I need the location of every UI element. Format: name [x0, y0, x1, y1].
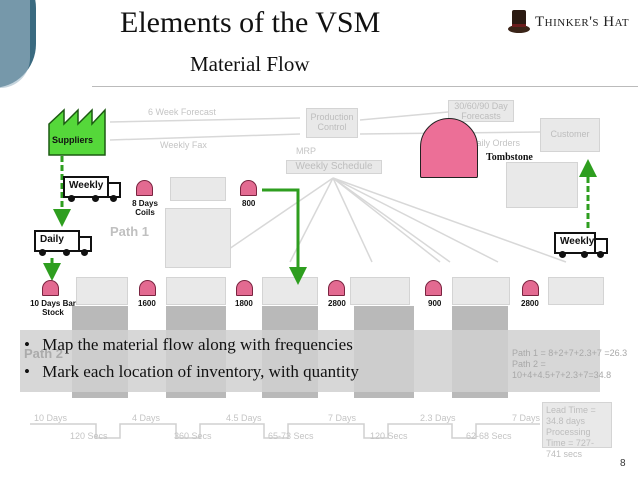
timeline-secs-2: 360 Secs	[174, 431, 212, 441]
bullet-marker: •	[24, 362, 30, 381]
inventory-icon-800	[240, 180, 257, 196]
inventory-label-800: 800	[242, 199, 256, 208]
ghost-daily-orders: Daily Orders	[470, 138, 521, 148]
tombstone-legend-icon	[420, 118, 478, 178]
wheel	[110, 195, 117, 202]
inventory-label-2800b: 2800	[521, 299, 539, 308]
inventory-icon-2800a	[328, 280, 345, 296]
ghost-process-3	[166, 277, 226, 305]
ghost-path2: Path 2	[24, 346, 64, 361]
logo-text: Thinker's Hat	[535, 14, 630, 30]
page-title: Elements of the VSM	[120, 6, 381, 39]
bullet-text-2: Mark each location of inventory, with qu…	[42, 362, 359, 381]
wheel	[92, 195, 99, 202]
ghost-mrp: MRP	[296, 146, 316, 156]
inventory-label-bar-stock: 10 Days Bar Stock	[30, 299, 76, 317]
ghost-process-7	[548, 277, 604, 305]
ghost-process-1	[170, 177, 226, 201]
wheel	[81, 249, 88, 256]
timeline-days-5: 2.3 Days	[420, 413, 456, 423]
ghost-weekly-schedule: Weekly Schedule	[286, 160, 382, 174]
bullet-item-1: • Map the material flow along with frequ…	[24, 335, 353, 355]
inventory-icon-bar-stock	[42, 280, 59, 296]
bullet-marker: •	[24, 335, 30, 354]
ghost-process-6	[452, 277, 510, 305]
inventory-label-1600: 1600	[138, 299, 156, 308]
wheel	[559, 251, 566, 258]
ghost-process-5	[350, 277, 410, 305]
ghost-process-2	[76, 277, 128, 305]
ghost-production-control: Production Control	[306, 108, 358, 138]
timeline-days-6: 7 Days	[512, 413, 541, 423]
inventory-label-900: 900	[428, 299, 442, 308]
inventory-icon-1600	[139, 280, 156, 296]
page-subtitle: Material Flow	[190, 52, 310, 76]
suppliers-label: Suppliers	[52, 135, 94, 145]
bullet-item-2: • Mark each location of inventory, with …	[24, 362, 359, 382]
truck-weekly-in: Weekly	[63, 176, 109, 198]
header-rule	[92, 86, 638, 87]
corner-decoration-light	[0, 0, 30, 88]
inventory-label-coils: 8 Days Coils	[132, 199, 158, 217]
timeline-secs-3: 65-73 Secs	[268, 431, 314, 441]
hat-icon	[508, 8, 530, 36]
timeline-secs-4: 120 Secs	[370, 431, 408, 441]
inventory-label-1800: 1800	[235, 299, 253, 308]
wheel	[39, 249, 46, 256]
ghost-customer: Customer	[540, 118, 600, 152]
inventory-icon-coils	[136, 180, 153, 196]
ghost-path1: Path 1	[110, 224, 150, 239]
timeline-days-4: 7 Days	[328, 413, 357, 423]
wheel	[581, 251, 588, 258]
ghost-forecasts: 30/60/90 Day Forecasts	[448, 100, 514, 122]
lead-time-text: Lead Time = 34.8 days	[546, 405, 596, 426]
processing-time-text: Processing Time = 727-741 secs	[546, 427, 594, 459]
timeline-days-1: 10 Days	[34, 413, 68, 423]
bullet-text-1: Map the material flow along with frequen…	[42, 335, 353, 354]
timeline-days-2: 4 Days	[132, 413, 161, 423]
timeline-secs-5: 62-68 Secs	[466, 431, 512, 441]
inventory-icon-900	[425, 280, 442, 296]
ghost-data-box-1	[165, 208, 231, 268]
wheel	[597, 251, 604, 258]
inventory-label-2800a: 2800	[328, 299, 346, 308]
truck-weekly-out: Weekly	[554, 232, 596, 254]
inventory-icon-2800b	[522, 280, 539, 296]
wheel	[63, 249, 70, 256]
truck-daily: Daily	[34, 230, 80, 252]
wheel	[68, 195, 75, 202]
ghost-demand-box	[506, 162, 578, 208]
lead-time-box: Lead Time = 34.8 days Processing Time = …	[542, 402, 612, 459]
ghost-path-calc: Path 1 = 8+2+7+2.3+7 =26.3 Path 2 = 10+4…	[512, 348, 628, 380]
ghost-week-forecast: 6 Week Forecast	[148, 107, 216, 117]
tombstone-legend-label: Tombstone	[486, 152, 533, 163]
bullet-panel	[20, 330, 600, 392]
ghost-weekly-fax: Weekly Fax	[160, 140, 207, 150]
page-number: 8	[620, 458, 626, 469]
inventory-icon-1800	[236, 280, 253, 296]
timeline-days-3: 4.5 Days	[226, 413, 262, 423]
factory-icon	[48, 106, 106, 156]
timeline-secs-1: 120 Secs	[70, 431, 108, 441]
